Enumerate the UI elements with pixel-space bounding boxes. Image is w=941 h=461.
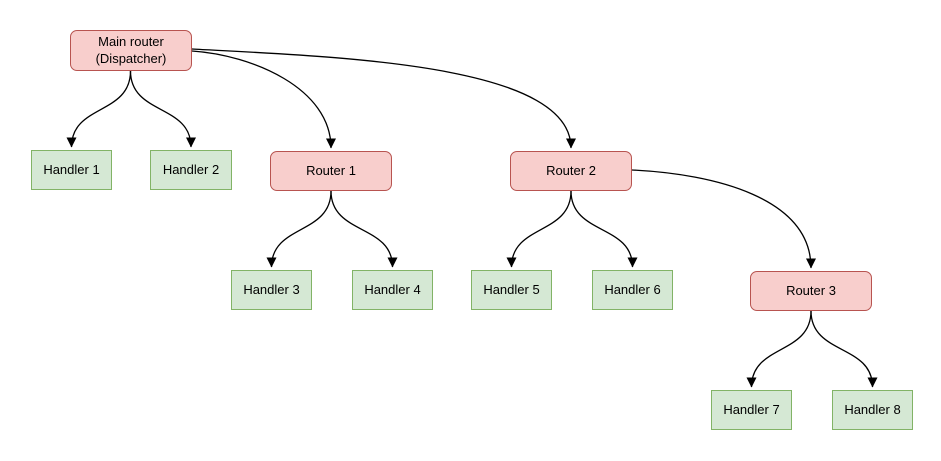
node-handler-3[interactable]: Handler 3: [231, 270, 312, 310]
edge-main-router-to-router-1: [191, 50, 336, 149]
node-handler-5[interactable]: Handler 5: [471, 270, 552, 310]
edge-router-1-to-handler-4: [330, 190, 398, 268]
edge-router-2-to-router-3: [631, 169, 816, 269]
node-handler-2[interactable]: Handler 2: [150, 150, 232, 190]
edge-main-router-to-router-2: [191, 48, 576, 149]
edge-router-2-to-handler-6: [570, 190, 638, 268]
node-handler-4[interactable]: Handler 4: [352, 270, 433, 310]
node-main-router[interactable]: Main router (Dispatcher): [70, 30, 192, 71]
edge-router-2-to-handler-5: [506, 190, 572, 268]
node-router-1[interactable]: Router 1: [270, 151, 392, 191]
node-handler-6[interactable]: Handler 6: [592, 270, 673, 310]
edge-router-3-to-handler-7: [746, 310, 812, 388]
node-router-2[interactable]: Router 2: [510, 151, 632, 191]
edge-main-router-to-handler-2: [129, 70, 196, 148]
node-handler-7[interactable]: Handler 7: [711, 390, 792, 430]
node-handler-1[interactable]: Handler 1: [31, 150, 112, 190]
node-handler-8[interactable]: Handler 8: [832, 390, 913, 430]
edge-router-1-to-handler-3: [266, 190, 332, 268]
node-router-3[interactable]: Router 3: [750, 271, 872, 311]
edge-main-router-to-handler-1: [66, 70, 132, 148]
edge-router-3-to-handler-8: [810, 310, 878, 388]
